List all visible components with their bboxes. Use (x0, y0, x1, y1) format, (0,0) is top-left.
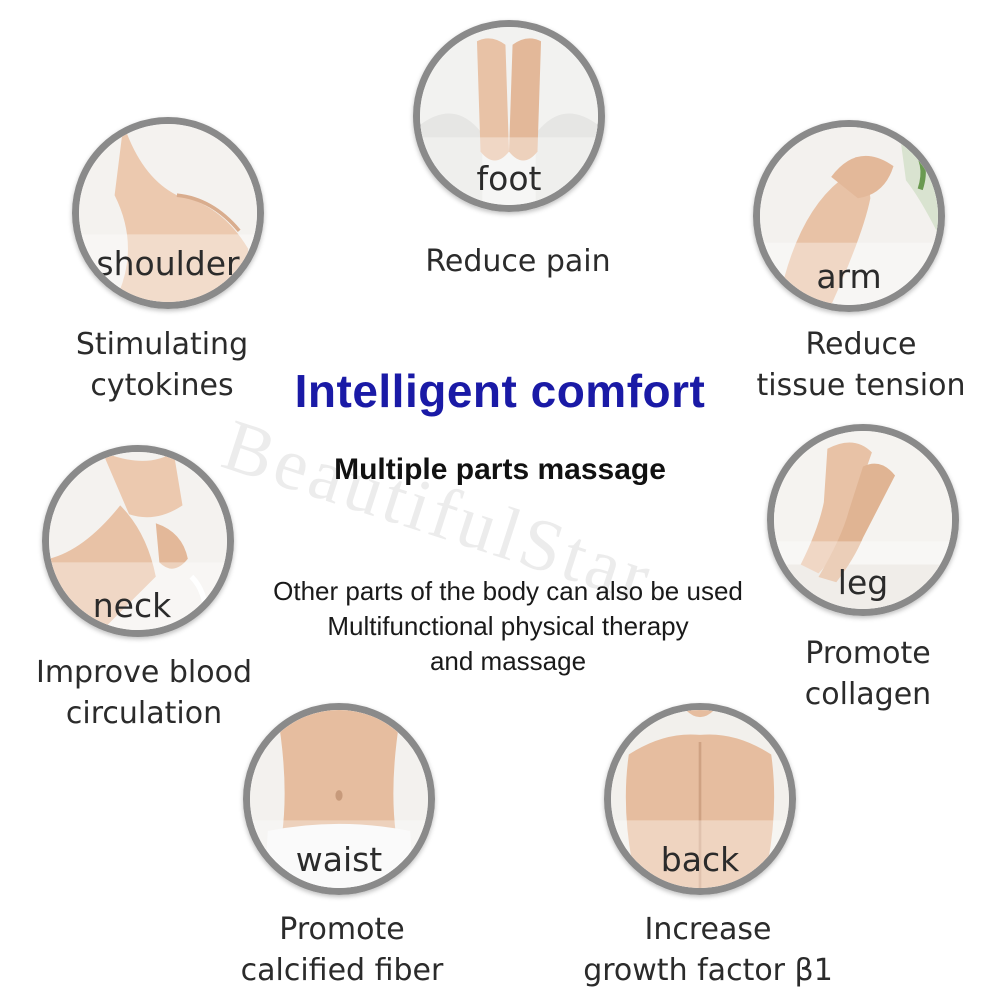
neck-benefit: Improve blood circulation (30, 652, 258, 734)
leg-benefit: Promote collagen (790, 633, 946, 715)
waist-benefit-line-2: calcified fiber (240, 953, 444, 988)
arm-benefit: Reduce tissue tension (750, 324, 972, 406)
foot-photo (420, 27, 598, 205)
back-benefit-line-2: growth factor β1 (583, 953, 833, 988)
back-label: back (660, 840, 740, 879)
shoulder-benefit: Stimulating cytokines (64, 324, 260, 406)
shoulder-photo (79, 124, 257, 302)
description-line-2: Multifunctional physical therapy (327, 611, 689, 641)
waist-photo (250, 710, 428, 888)
back-photo-circle: back (604, 703, 796, 895)
page-title: Intelligent comfort (294, 365, 706, 417)
waist-benefit: Promote calcified fiber (222, 909, 462, 991)
shoulder-label: shoulder (96, 244, 240, 283)
neck-photo (49, 452, 227, 630)
description-line-3: and massage (429, 646, 587, 676)
back-photo (611, 710, 789, 888)
shoulder-photo-circle: shoulder (72, 117, 264, 309)
neck-label: neck (92, 586, 172, 625)
leg-label: leg (837, 563, 889, 602)
foot-benefit-line-1: Reduce pain (425, 244, 611, 279)
back-benefit: Increase growth factor β1 (570, 909, 846, 991)
waist-label: waist (295, 840, 383, 879)
shoulder-benefit-line-2: cytokines (90, 368, 234, 403)
neck-photo-circle: neck (42, 445, 234, 637)
leg-benefit-line-2: collagen (804, 677, 932, 712)
neck-benefit-line-2: circulation (65, 696, 223, 731)
shoulder-benefit-line-1: Stimulating (75, 327, 249, 362)
waist-photo-circle: waist (243, 703, 435, 895)
waist-benefit-line-1: Promote (279, 912, 405, 947)
description: Other parts of the body can also be used… (0, 574, 1000, 679)
description-line-1: Other parts of the body can also be used (273, 576, 743, 606)
arm-photo-circle: arm (753, 120, 945, 312)
neck-benefit-line-1: Improve blood (35, 655, 253, 690)
arm-benefit-line-2: tissue tension (756, 368, 966, 403)
page-subtitle: Multiple parts massage (334, 453, 666, 486)
arm-benefit-line-1: Reduce (805, 327, 917, 362)
arm-label: arm (816, 257, 882, 296)
leg-benefit-line-1: Promote (805, 636, 931, 671)
foot-photo-circle: foot (413, 20, 605, 212)
back-benefit-line-1: Increase (644, 912, 772, 947)
arm-photo (760, 127, 938, 305)
foot-label: foot (476, 159, 542, 198)
leg-photo-circle: leg (767, 424, 959, 616)
leg-photo (774, 431, 952, 609)
